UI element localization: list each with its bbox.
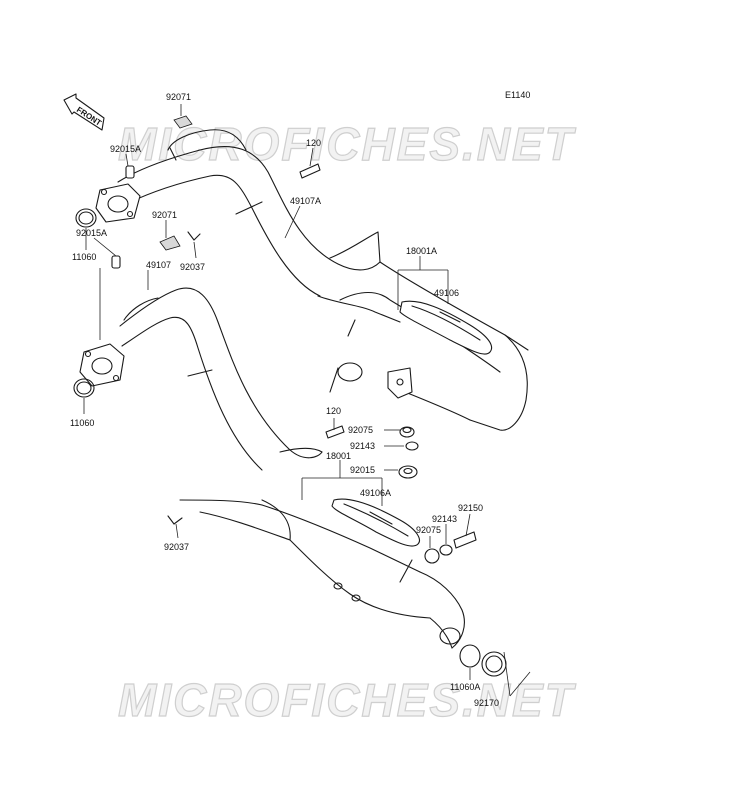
- upper-flange: [95, 183, 141, 223]
- bolt-120-bottom: [325, 425, 345, 439]
- callout-49106A: 49106A: [360, 488, 391, 498]
- callout-92071-top: 92071: [166, 92, 191, 102]
- callout-92075-b: 92075: [416, 525, 441, 535]
- callout-49106: 49106: [434, 288, 459, 298]
- gasket-11060-bottom: [73, 378, 95, 398]
- watermark-bottom: MICROFICHES.NET: [118, 674, 577, 726]
- diagram-code: E1140: [505, 90, 530, 100]
- clamp-92037-bot: [167, 515, 183, 525]
- clamp-92170: [481, 651, 507, 677]
- stud-92015A-top: [125, 165, 135, 179]
- callout-18001: 18001: [326, 451, 351, 461]
- callout-49107: 49107: [146, 260, 171, 270]
- callout-120-bottom: 120: [326, 406, 341, 416]
- callout-92015A-top: 92015A: [110, 144, 141, 154]
- leader-lines: [83, 104, 531, 697]
- gasket-11060-top: [75, 208, 97, 228]
- callout-11060-top: 11060: [72, 252, 96, 262]
- collar-92143-b: [439, 544, 453, 556]
- callout-120-top: 120: [306, 138, 321, 148]
- lower-exhaust-pipe: [119, 287, 323, 471]
- callout-92071-mid: 92071: [152, 210, 177, 220]
- lower-flange: [79, 343, 125, 387]
- callout-18001A: 18001A: [406, 246, 437, 256]
- heat-shield-upper: [399, 300, 493, 355]
- heat-shield-lower: [331, 498, 420, 547]
- callout-92075-a: 92075: [348, 425, 373, 435]
- callout-92015-bot: 92015: [350, 465, 375, 475]
- callout-92037-mid: 92037: [180, 262, 205, 272]
- callout-92150: 92150: [458, 503, 483, 513]
- stud-92015A-mid: [111, 255, 121, 269]
- front-arrow-icon: FRONT: [63, 93, 105, 131]
- callout-11060A: 11060A: [450, 682, 480, 692]
- watermark-top: MICROFICHES.NET: [118, 118, 577, 170]
- pad-92071-top: [173, 115, 193, 129]
- lower-muffler: [179, 499, 465, 649]
- upper-exhaust-pipe: [117, 129, 381, 297]
- bolt-120-top: [299, 163, 321, 179]
- washer-92015-bot: [398, 465, 418, 479]
- callout-11060-bottom: 11060: [70, 418, 94, 428]
- collar-92143-a: [405, 441, 419, 451]
- gasket-11060A: [459, 644, 481, 668]
- callout-92037-bot: 92037: [164, 542, 189, 552]
- part-callouts: 92071 92015A 120 49107A 92071 92015A 110…: [70, 92, 499, 708]
- grommet-92075-b: [424, 548, 440, 564]
- pad-92071-mid: [159, 235, 181, 251]
- callout-92143-b: 92143: [432, 514, 457, 524]
- callout-92015A-mid: 92015A: [76, 228, 107, 238]
- callout-49107A: 49107A: [290, 196, 321, 206]
- callout-92143-a: 92143: [350, 441, 375, 451]
- clamp-92037-mid: [187, 231, 201, 241]
- grommet-92075-a: [399, 426, 415, 438]
- upper-muffler: [317, 261, 529, 431]
- callout-92170: 92170: [474, 698, 499, 708]
- bolt-92150: [453, 531, 477, 549]
